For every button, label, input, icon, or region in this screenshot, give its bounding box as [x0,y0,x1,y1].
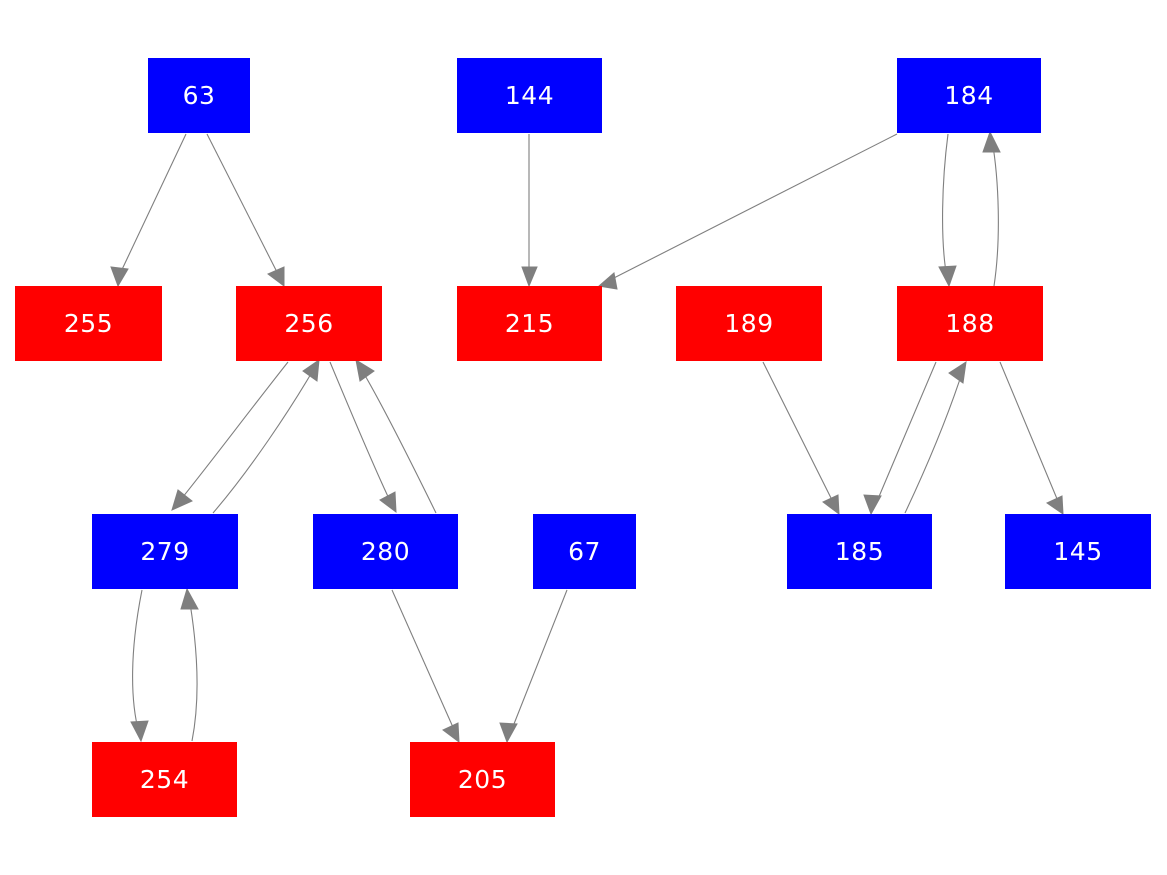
edge-184-to-188 [938,133,957,288]
edge-256-to-279 [171,361,289,511]
edge-63-to-255 [110,133,187,288]
graph-node-256[interactable]: 256 [236,286,382,361]
edge-line [762,361,836,507]
arrowhead-icon [267,266,285,287]
graph-node-label: 145 [1053,537,1103,566]
graph-node-279[interactable]: 279 [92,514,238,589]
graph-node-144[interactable]: 144 [457,58,602,133]
graph-node-label: 189 [724,309,774,338]
graph-node-185[interactable]: 185 [787,514,932,589]
edge-280-to-205 [391,589,460,744]
graph-node-label: 67 [568,537,601,566]
edge-280-to-256 [355,358,437,514]
graph-node-label: 205 [457,765,508,794]
edge-185-to-188 [904,360,967,514]
graph-node-184[interactable]: 184 [897,58,1041,133]
graph-node-label: 215 [504,309,555,338]
edge-line [904,369,964,514]
graph-node-label: 280 [360,537,411,566]
edge-line [391,589,457,735]
arrowhead-icon [982,130,1001,153]
edge-line [999,361,1061,507]
graph-node-255[interactable]: 255 [15,286,162,361]
edge-line [607,133,898,282]
edge-line [509,589,568,735]
arrowhead-icon [1045,495,1064,515]
graph-node-67[interactable]: 67 [533,514,636,589]
edge-line [117,133,187,279]
graph-node-280[interactable]: 280 [313,514,458,589]
graph-node-label: 254 [139,765,190,794]
graph-node-188[interactable]: 188 [897,286,1043,361]
edge-line [212,366,316,514]
edge-189-to-185 [762,361,840,516]
edge-67-to-205 [499,589,568,744]
edge-184-to-215 [597,133,898,290]
edge-line [359,366,437,514]
arrowhead-icon [863,494,882,516]
arrowhead-icon [130,720,149,743]
graph-node-205[interactable]: 205 [410,742,555,817]
edge-line [329,361,393,506]
graph-node-label: 188 [945,309,995,338]
arrowhead-icon [948,360,967,384]
edge-63-to-256 [206,133,285,287]
edge-188-to-184 [982,130,1001,287]
arrowhead-icon [355,358,375,382]
edge-line [177,361,289,504]
arrowhead-icon [379,491,397,514]
graph-node-254[interactable]: 254 [92,742,237,817]
edge-144-to-215 [521,134,538,288]
arrowhead-icon [499,722,518,744]
graph-node-label: 279 [140,537,190,566]
graph-node-label: 255 [63,309,114,338]
graph-node-label: 184 [944,81,994,110]
edge-279-to-256 [212,358,320,514]
arrowhead-icon [597,272,618,290]
edge-279-to-254 [130,589,149,743]
graph-node-145[interactable]: 145 [1005,514,1151,589]
edge-188-to-145 [999,361,1064,515]
arrowhead-icon [180,587,199,610]
graph-node-189[interactable]: 189 [676,286,822,361]
edge-188-to-185 [863,361,937,516]
arrowhead-icon [302,358,320,382]
arrowhead-icon [822,494,840,516]
graph-node-label: 63 [182,81,216,110]
edge-line [188,596,198,742]
graph-node-label: 256 [284,309,334,338]
graph-node-label: 144 [504,81,555,110]
arrowhead-icon [521,266,538,288]
arrowhead-icon [938,265,957,288]
edge-line [874,361,937,507]
graph-node-215[interactable]: 215 [457,286,602,361]
edge-line [942,133,949,279]
arrowhead-icon [442,722,460,744]
graph-node-63[interactable]: 63 [148,58,250,133]
edge-line [206,133,281,279]
graph-node-label: 185 [834,537,885,566]
edge-line [991,139,999,287]
edge-line [132,589,143,734]
edge-256-to-280 [329,361,397,514]
edge-254-to-279 [180,587,199,742]
arrowhead-icon [110,266,129,288]
arrowhead-icon [171,489,193,511]
